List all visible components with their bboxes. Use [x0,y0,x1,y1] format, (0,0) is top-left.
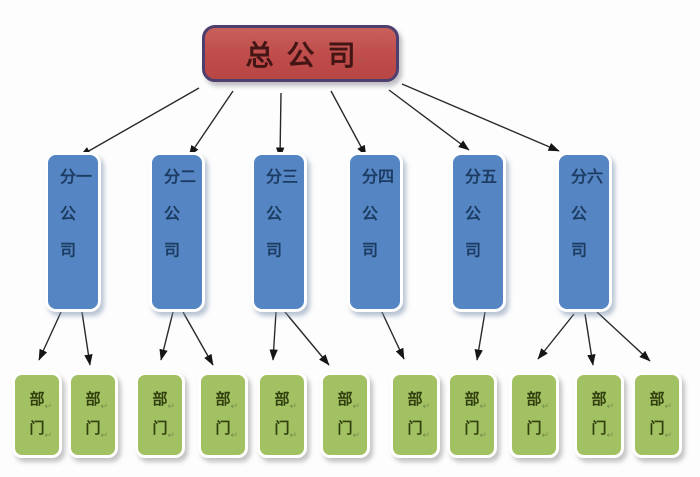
return-mark-icon: ↵ [100,401,109,412]
arrow-branch6-to-dept-9 [537,313,575,360]
return-mark-icon: ↵ [606,429,615,440]
return-mark-icon: ↵ [167,429,176,440]
arrow-branch3-to-dept-5 [269,311,278,361]
department-char-top: 部↵ [526,392,550,412]
department-char-top: 部↵ [274,392,298,412]
department-char-bottom: 门↵ [274,420,298,440]
return-mark-icon: ↵ [230,401,239,412]
department-node-4: 部↵ 门↵ [198,372,248,458]
branch-label-3: 分公司三 [263,168,296,279]
return-mark-icon: ↵ [479,401,488,412]
branch-node-5: 分公司五 [450,152,506,312]
branch-label-6: 分公司六 [568,168,601,279]
return-mark-icon: ↵ [289,401,298,412]
department-char-top: 部↵ [152,392,176,412]
department-node-1: 部↵ 门↵ [12,372,62,458]
branch-label-2: 分公司二 [161,168,194,279]
arrow-branch2-to-dept-3 [159,311,174,361]
return-mark-icon: ↵ [541,401,550,412]
department-char-bottom: 门↵ [526,420,550,440]
return-mark-icon: ↵ [230,429,239,440]
return-mark-icon: ↵ [357,56,366,67]
branch-label-1: 分公司一 [57,168,90,279]
return-mark-icon: ↵ [44,429,53,440]
arrow-branch5-to-dept-8 [474,311,486,361]
arrow-branch3-to-dept-6 [284,311,330,366]
department-char-bottom: 门↵ [649,420,673,440]
return-mark-icon: ↵ [44,401,53,412]
department-node-7: 部↵ 门↵ [390,372,440,458]
branch-node-4: 分公司四 [347,152,403,312]
department-node-8: 部↵ 门↵ [447,372,497,458]
branch-label-5: 分公司五 [462,168,495,279]
arrow-branch6-to-dept-10 [584,313,596,366]
branch-node-2: 分公司二 [149,152,205,312]
arrow-branch4-to-dept-7 [380,309,405,360]
department-node-6: 部↵ 门↵ [320,372,370,458]
department-char-top: 部↵ [464,392,488,412]
department-char-bottom: 门↵ [29,420,53,440]
department-char-bottom: 门↵ [215,420,239,440]
return-mark-icon: ↵ [541,429,550,440]
department-char-top: 部↵ [649,392,673,412]
department-char-bottom: 门↵ [407,420,431,440]
return-mark-icon: ↵ [479,429,488,440]
department-node-2: 部↵ 门↵ [68,372,118,458]
return-mark-icon: ↵ [100,429,109,440]
department-node-5: 部↵ 门↵ [257,372,307,458]
return-mark-icon: ↵ [352,401,361,412]
return-mark-icon: ↵ [606,401,615,412]
department-char-top: 部↵ [591,392,615,412]
return-mark-icon: ↵ [664,401,673,412]
branch-label-4: 分公司四 [359,168,392,279]
department-node-11: 部↵ 门↵ [632,372,682,458]
arrow-hq-to-branch-2 [188,90,234,157]
department-char-top: 部↵ [215,392,239,412]
department-char-bottom: 门↵ [85,420,109,440]
head-office-label: 总公司 [245,40,369,72]
arrow-hq-to-branch-1 [79,87,200,157]
department-char-bottom: 门↵ [464,420,488,440]
department-char-bottom: 门↵ [337,420,361,440]
return-mark-icon: ↵ [422,429,431,440]
department-node-3: 部↵ 门↵ [135,372,185,458]
department-char-top: 部↵ [29,392,53,412]
arrow-hq-to-branch-5 [388,89,470,151]
return-mark-icon: ↵ [289,429,298,440]
head-office-node: 总公司 ↵ [202,25,399,82]
department-char-top: 部↵ [407,392,431,412]
department-char-top: 部↵ [337,392,361,412]
arrow-hq-to-branch-4 [330,90,367,157]
return-mark-icon: ↵ [167,401,176,412]
arrow-branch1-to-dept-2 [81,311,93,366]
branch-node-6: 分公司六 [556,152,612,312]
branch-node-3: 分公司三 [251,152,307,312]
arrow-branch1-to-dept-1 [38,311,62,361]
return-mark-icon: ↵ [352,429,361,440]
arrow-branch6-to-dept-11 [596,311,651,362]
arrow-hq-to-branch-6 [401,83,560,152]
department-char-bottom: 门↵ [591,420,615,440]
department-char-bottom: 门↵ [152,420,176,440]
return-mark-icon: ↵ [664,429,673,440]
branch-node-1: 分公司一 [45,152,101,312]
arrow-branch2-to-dept-4 [182,311,214,366]
return-mark-icon: ↵ [422,401,431,412]
department-node-9: 部↵ 门↵ [509,372,559,458]
arrow-hq-to-branch-3 [275,92,285,159]
department-char-top: 部↵ [85,392,109,412]
department-node-10: 部↵ 门↵ [574,372,624,458]
